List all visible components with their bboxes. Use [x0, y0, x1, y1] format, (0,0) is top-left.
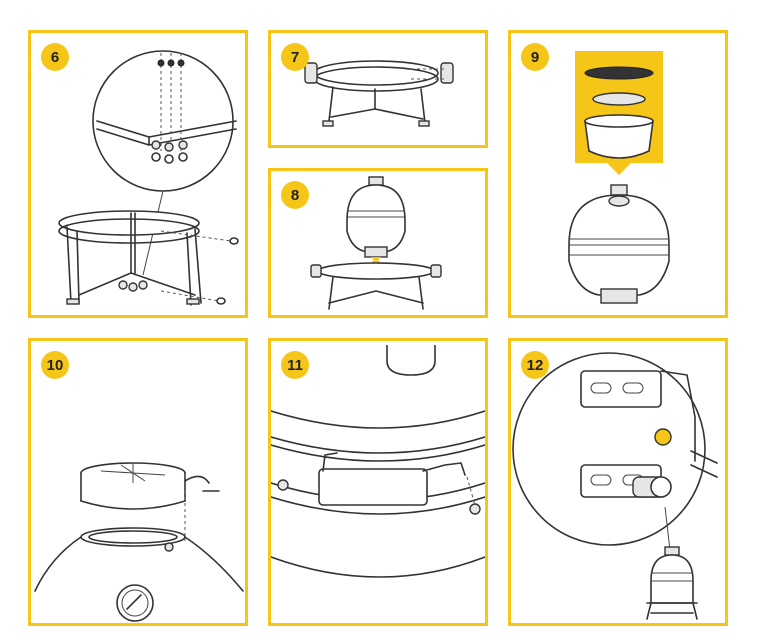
stand-assembly-illustration — [58, 50, 239, 306]
cooking-grate — [584, 66, 654, 80]
side-handle-illustration — [271, 345, 485, 578]
internal-parts-illustration — [568, 51, 670, 304]
step-8-panel: 8 — [268, 168, 488, 318]
step-11-panel: 11 — [268, 338, 488, 626]
step-number-badge: 9 — [521, 43, 549, 71]
right-handle — [440, 62, 454, 84]
step-7-panel: 7 — [268, 30, 488, 148]
step-12-panel: 12 — [508, 338, 728, 626]
hinge-detail-illustration — [512, 352, 718, 620]
left-handle — [304, 62, 318, 84]
grill-on-stand-illustration — [310, 176, 442, 310]
handle-bar — [318, 468, 428, 506]
step-number-badge: 6 — [41, 43, 69, 71]
top-vent-edge — [386, 345, 436, 376]
step-number-badge: 11 — [281, 351, 309, 379]
hinge-plate-top — [580, 370, 662, 408]
step-number-badge: 12 — [521, 351, 549, 379]
step-9-panel: 9 — [508, 30, 728, 318]
zoom-detail-circle — [92, 50, 234, 192]
step-number-badge: 7 — [281, 43, 309, 71]
bottom-vent — [600, 288, 638, 304]
step-number-badge: 10 — [41, 351, 69, 379]
top-vent-illustration — [34, 462, 244, 622]
hinge-bolt-washer — [654, 428, 672, 446]
step-number-badge: 8 — [281, 181, 309, 209]
fire-grate — [592, 92, 646, 106]
step-6-panel: 6 — [28, 30, 248, 318]
step-10-panel: 10 — [28, 338, 248, 626]
stand-handles-illustration — [304, 60, 454, 127]
fire-bowl — [584, 120, 654, 159]
